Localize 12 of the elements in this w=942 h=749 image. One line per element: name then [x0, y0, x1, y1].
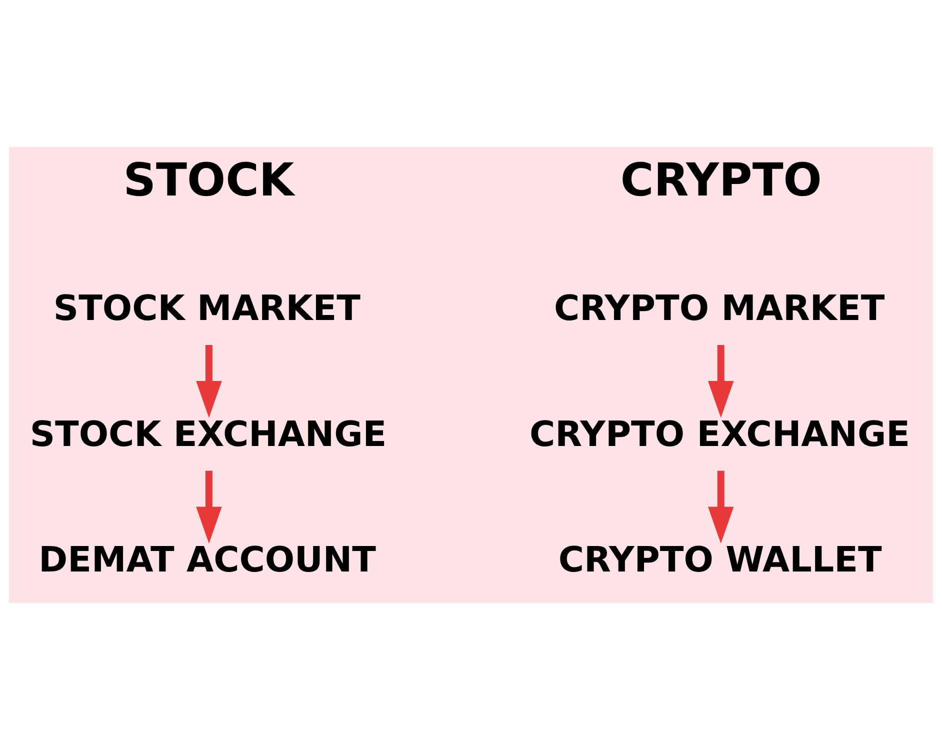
label: STOCK — [123, 153, 294, 206]
node-text: CRYPTO EXCHANGE — [530, 414, 910, 454]
node-text: STOCK MARKET — [53, 288, 360, 328]
node-text: CRYPTO MARKET — [554, 288, 885, 328]
node-text: STOCK EXCHANGE — [30, 414, 387, 454]
node-text: CRYPTO WALLET — [558, 540, 882, 580]
arrow — [708, 344, 734, 418]
node-text: DEMAT ACCOUNT — [38, 540, 376, 580]
label: CRYPTO — [620, 153, 822, 206]
arrow — [196, 470, 222, 544]
arrow — [708, 470, 734, 544]
arrow — [196, 344, 222, 418]
